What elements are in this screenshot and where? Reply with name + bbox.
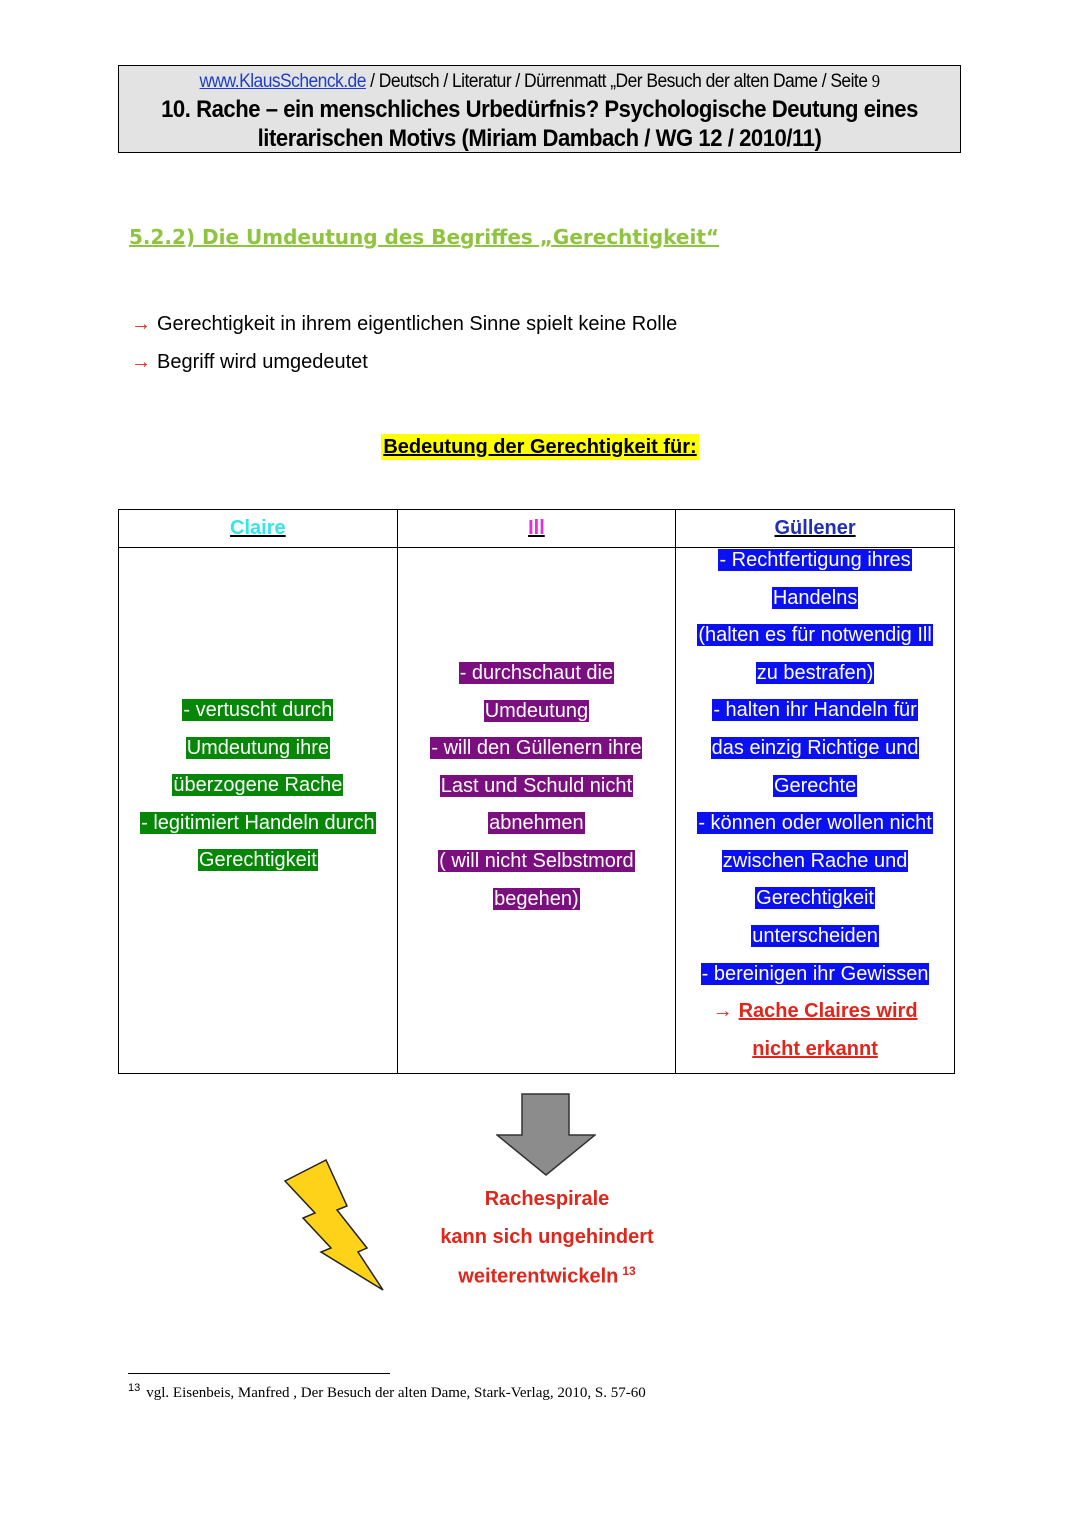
guellener-line: Gerechte — [772, 774, 858, 797]
ill-label: Ill — [528, 517, 545, 539]
guellener-line: - halten ihr Handeln für — [712, 699, 918, 722]
down-arrow-icon — [496, 1093, 596, 1176]
guellener-line: unterscheiden — [751, 924, 879, 947]
lightning-icon — [283, 1158, 384, 1291]
claire-label: Claire — [230, 517, 286, 539]
guellener-line: zu bestrafen) — [755, 661, 875, 684]
guellener-notes: - Rechtfertigung ihres Handelns (halten … — [676, 542, 954, 1068]
claire-line: Umdeutung ihre — [185, 736, 330, 759]
guellener-cell: - Rechtfertigung ihres Handelns (halten … — [675, 547, 955, 1074]
claire-notes: - vertuscht durch Umdeutung ihre überzog… — [119, 692, 397, 880]
section-heading: 5.2.2) Die Umdeutung des Begriffes „Gere… — [129, 225, 720, 249]
ill-line: ( will nicht Selbstmord — [438, 849, 635, 872]
guellener-line: - Rechtfertigung ihres — [718, 549, 912, 571]
guellener-label: Güllener — [774, 517, 856, 539]
footnote-ref[interactable]: 13 — [622, 1264, 636, 1278]
page-number: 9 — [871, 71, 880, 91]
bullet-text: Begriff wird umgedeutet — [157, 351, 368, 373]
guellener-line: Gerechtigkeit — [755, 887, 875, 910]
guellener-line: Handelns — [771, 586, 859, 609]
title-line-2: literarischen Motivs (Miriam Dambach / W… — [257, 125, 822, 152]
conclusion-line: nicht erkannt — [752, 1037, 878, 1060]
bullet-item: → Gerechtigkeit in ihrem eigentlichen Sin… — [131, 313, 677, 336]
claire-cell: - vertuscht durch Umdeutung ihre überzog… — [118, 547, 398, 1074]
claire-line: Gerechtigkeit — [197, 849, 318, 872]
ill-line: Umdeutung — [483, 699, 590, 722]
ill-line: - will den Güllenern ihre — [430, 737, 643, 760]
table-header-row: Claire Ill Güllener — [118, 509, 955, 548]
result-text: weiterentwickeln — [458, 1265, 619, 1288]
footnote-divider — [128, 1373, 390, 1374]
header-breadcrumb: www.KlausSchenck.de / Deutsch / Literatu… — [153, 71, 927, 93]
guellener-conclusion: nicht erkannt — [676, 1031, 954, 1069]
table-body-row: - vertuscht durch Umdeutung ihre überzog… — [118, 547, 955, 1074]
result-line-1: Rachespirale — [484, 1188, 610, 1210]
ill-line: Last und Schuld nicht — [439, 774, 634, 797]
breadcrumb-path: / Deutsch / Literatur / Dürrenmatt „Der … — [365, 71, 872, 92]
arrow-right-icon: → — [131, 351, 151, 373]
arrow-right-icon: → — [712, 1000, 733, 1023]
ill-line: begehen) — [493, 887, 580, 910]
document-title: 10. Rache – ein menschliches Urbedürfnis… — [153, 95, 927, 153]
ill-notes: - durchschaut die Umdeutung - will den G… — [398, 655, 675, 918]
arrow-right-icon: → — [131, 313, 151, 335]
bullet-item: → Begriff wird umgedeutet — [131, 351, 368, 374]
justice-meaning-table: Claire Ill Güllener - vertuscht durch Um… — [118, 509, 955, 1074]
bullet-text: Gerechtigkeit in ihrem eigentlichen Sinn… — [157, 313, 678, 335]
footnote-text: vgl. Eisenbeis, Manfred , Der Besuch der… — [146, 1385, 646, 1401]
result-line-2: kann sich ungehindert — [440, 1226, 654, 1248]
guellener-line: - können oder wollen nicht — [697, 812, 933, 835]
conclusion-line: Rache Claires wird — [738, 1000, 918, 1023]
ill-line: - durchschaut die — [458, 662, 615, 684]
guellener-conclusion: →Rache Claires wird — [676, 993, 954, 1031]
guellener-line: - bereinigen ihr Gewissen — [700, 962, 930, 985]
guellener-line: zwischen Rache und — [721, 849, 909, 872]
column-header-ill: Ill — [396, 509, 677, 548]
footnote-number: 13 — [128, 1382, 141, 1394]
site-link[interactable]: www.KlausSchenck.de — [199, 71, 367, 92]
claire-line: - legitimiert Handeln durch — [140, 811, 376, 834]
page-header: www.KlausSchenck.de / Deutsch / Literatu… — [118, 65, 961, 153]
ill-cell: - durchschaut die Umdeutung - will den G… — [396, 547, 677, 1074]
column-header-claire: Claire — [118, 509, 398, 548]
claire-line: überzogene Rache — [172, 774, 344, 797]
footnote: 13 vgl. Eisenbeis, Manfred , Der Besuch d… — [128, 1382, 646, 1402]
table-heading-wrap: Bedeutung der Gerechtigkeit für: — [0, 434, 1080, 460]
ill-line: abnehmen — [488, 812, 585, 835]
guellener-line: (halten es für notwendig Ill — [697, 624, 933, 647]
table-heading: Bedeutung der Gerechtigkeit für: — [381, 434, 699, 460]
claire-line: - vertuscht durch — [182, 699, 334, 721]
guellener-line: das einzig Richtige und — [710, 736, 920, 759]
title-line-1: 10. Rache – ein menschliches Urbedürfnis… — [161, 96, 918, 123]
